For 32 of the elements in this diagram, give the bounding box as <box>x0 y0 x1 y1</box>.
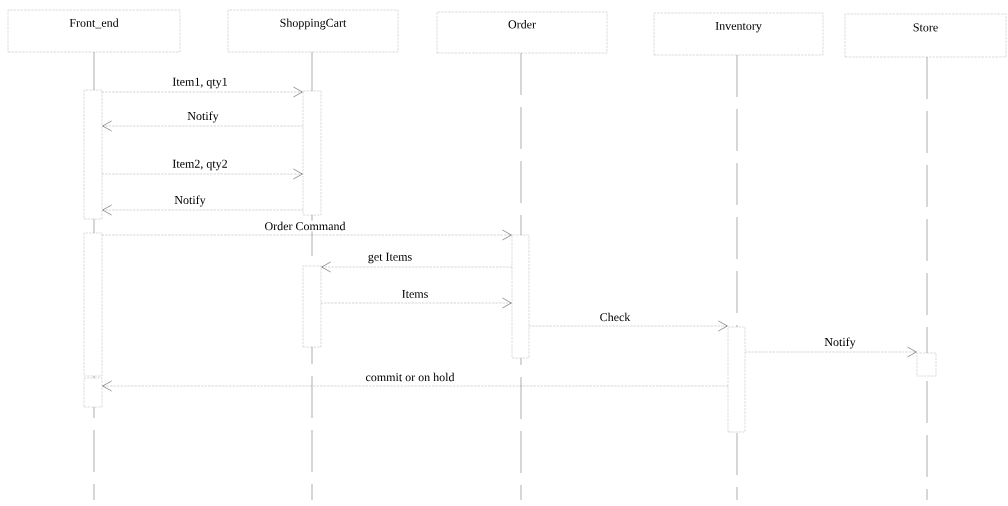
activation-bar <box>511 234 530 359</box>
activation-bar <box>302 90 322 216</box>
object-box: Order <box>436 11 608 54</box>
edge-label: Notify <box>173 194 207 208</box>
message-arrow <box>102 86 303 98</box>
edge-label: Check <box>598 311 632 323</box>
edge-label: Items <box>400 289 430 299</box>
activation-bar <box>727 326 746 433</box>
activation-bar <box>916 352 937 377</box>
activation-bar <box>83 89 103 220</box>
message-arrow <box>102 120 303 132</box>
edge-label: Item2, qty2 <box>171 158 229 172</box>
edge-label: Order Command <box>263 220 347 232</box>
message-arrow <box>102 168 303 180</box>
activation-bar <box>302 265 322 348</box>
object-box: Inventory <box>653 12 824 56</box>
edge-label: Notify <box>186 110 220 124</box>
activation-bar <box>83 377 103 408</box>
edge-label: get Items <box>366 251 414 265</box>
message-arrow <box>102 229 512 241</box>
object-box: ShoppingCart <box>227 9 399 53</box>
message-arrow <box>321 297 512 309</box>
object-box: Front_end <box>7 9 181 53</box>
message-arrow <box>321 261 512 273</box>
edge-label: Notify <box>823 336 857 350</box>
edge-label: Item1, qty1 <box>171 76 229 90</box>
message-arrow <box>102 204 303 216</box>
edge-label: commit or on hold <box>364 371 456 383</box>
message-arrow <box>102 380 728 392</box>
message-arrow <box>745 346 917 358</box>
message-arrow <box>529 320 728 332</box>
object-box: Store <box>844 13 1007 58</box>
